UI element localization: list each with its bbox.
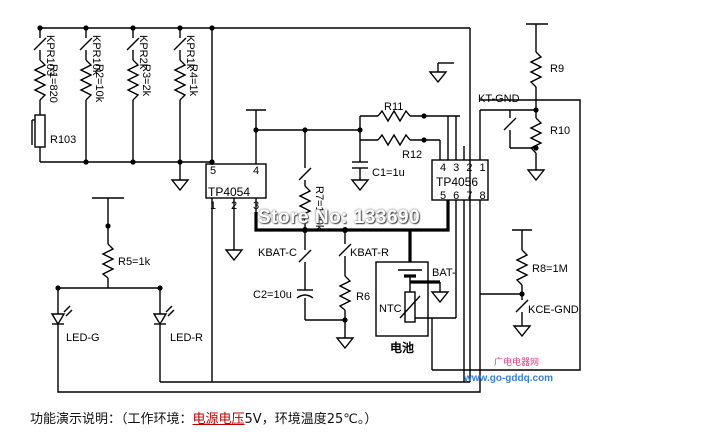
c2-label: C2=10u bbox=[253, 289, 292, 301]
bat-minus-label: BAT- bbox=[432, 267, 456, 279]
r9-label: R9 bbox=[550, 63, 564, 75]
r3-label: R3=2k bbox=[140, 64, 152, 97]
tp4054-name: TP4054 bbox=[208, 185, 250, 199]
tp4056-top-pins: 4 3 2 1 bbox=[440, 162, 488, 174]
c1-capacitor bbox=[350, 140, 370, 192]
c2-branch bbox=[296, 230, 345, 321]
r6-label: R6 bbox=[356, 291, 370, 303]
r8-kce-network bbox=[432, 99, 581, 371]
r2-label: R2=10k bbox=[93, 64, 105, 103]
kpr-switch-bank bbox=[31, 25, 215, 192]
led-g-label: LED-G bbox=[66, 332, 100, 344]
r11-r12-network bbox=[253, 109, 460, 160]
r4-label: R4=1k bbox=[187, 64, 199, 97]
kpr2k-label: KPR2k bbox=[137, 35, 149, 70]
tp4056-bottom-pins: 5 6 7 8 bbox=[440, 190, 488, 202]
battery-bus bbox=[254, 200, 450, 262]
r10-label: R10 bbox=[550, 125, 570, 137]
kpr103-label: KPR103 bbox=[44, 35, 56, 76]
logo-url: www.go-gddq.com bbox=[464, 373, 554, 384]
r1-label: R1=820 bbox=[47, 64, 59, 103]
led-r-label: LED-R bbox=[170, 332, 203, 344]
c1-label: C1=1u bbox=[372, 167, 405, 179]
battery-label: 电池 bbox=[390, 340, 414, 355]
kpr10k-label: KPR10k bbox=[90, 35, 102, 76]
tp4056-name: TP4056 bbox=[436, 175, 478, 189]
tp4054-pin2: 2 bbox=[231, 200, 237, 212]
tp4054-pin3: 3 bbox=[253, 200, 259, 212]
r12-label: R12 bbox=[402, 149, 422, 161]
caption-link[interactable]: 电源电压 bbox=[192, 412, 245, 427]
led-indicator-network bbox=[50, 197, 481, 393]
r7-label: R7=100k bbox=[313, 186, 325, 231]
r9-r10-network bbox=[503, 23, 548, 182]
tp4054-chip bbox=[205, 109, 267, 382]
r5-label: R5=1k bbox=[118, 256, 151, 268]
kbat-c-label: KBAT-C bbox=[258, 247, 297, 259]
tp4054-pin5: 5 bbox=[210, 165, 216, 177]
site-logo: 广电电器网 www.go-gddq.com bbox=[464, 355, 592, 391]
tp4056-chip bbox=[431, 109, 536, 382]
store-watermark: Store No: 133690 bbox=[258, 207, 421, 228]
ground-top-center bbox=[428, 62, 454, 84]
r11-label: R11 bbox=[384, 101, 403, 113]
battery-pack bbox=[375, 220, 457, 370]
demo-caption: 功能演示说明：（工作环境：电源电压5V，环境温度25℃。） bbox=[30, 408, 377, 427]
r6-branch bbox=[335, 230, 355, 350]
caption-prefix: 功能演示说明：（工作环境： bbox=[30, 412, 193, 427]
junction-dot bbox=[209, 25, 215, 31]
kbat-r-label: KBAT-R bbox=[350, 247, 389, 259]
caption-suffix: 5V，环境温度25℃。） bbox=[244, 412, 378, 427]
kce-gnd-label: KCE-GND bbox=[528, 304, 579, 316]
r8-label: R8=1M bbox=[532, 263, 568, 275]
kpr1k-label: KPR1k bbox=[184, 35, 196, 70]
kt-gnd-label: KT-GND bbox=[478, 93, 520, 105]
tp4054-pin1: 1 bbox=[210, 200, 216, 212]
logo-title: 广电电器网 bbox=[494, 358, 540, 368]
r103-label: R103 bbox=[50, 134, 76, 146]
ntc-label: NTC bbox=[379, 303, 402, 315]
tp4054-pin4: 4 bbox=[253, 165, 259, 177]
